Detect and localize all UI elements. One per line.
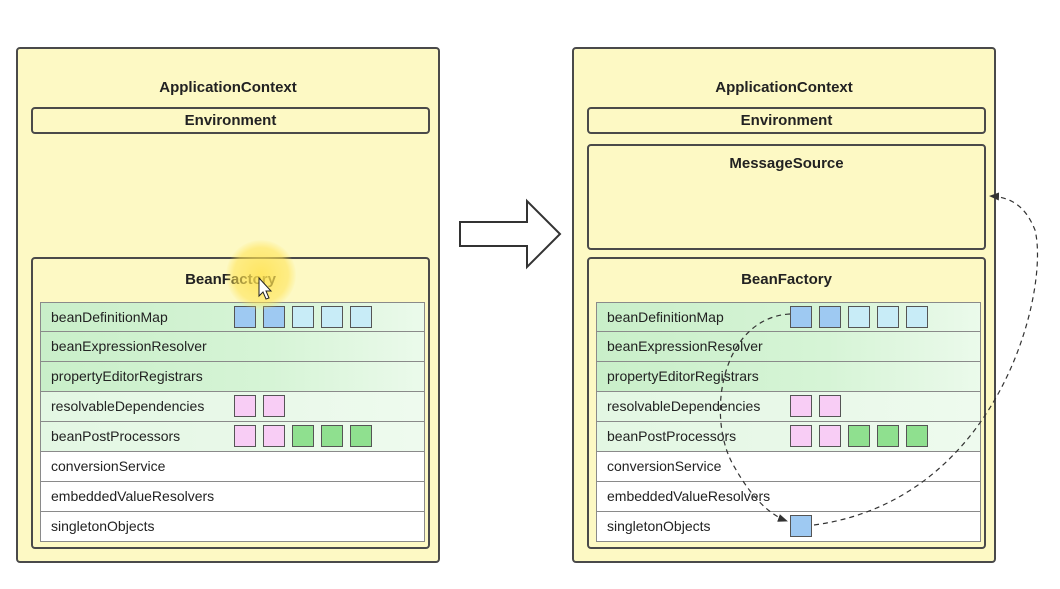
environment-box: Environment [587, 107, 986, 134]
field-label: beanPostProcessors [51, 428, 181, 444]
entry-square [263, 425, 285, 447]
entry-squares [790, 306, 928, 328]
field-label: propertyEditorRegistrars [607, 368, 759, 384]
field-label: singletonObjects [51, 518, 155, 534]
entry-square [321, 306, 343, 328]
entry-square [848, 306, 870, 328]
message-source-title: MessageSource [729, 155, 844, 172]
entry-square [790, 425, 812, 447]
entry-square [790, 306, 812, 328]
right-arrow-icon [459, 198, 562, 270]
bean-factory-fields: beanDefinitionMap beanExpressionResolver p… [40, 302, 425, 542]
field-row-resolvableDependencies: resolvableDependencies [596, 392, 981, 422]
field-row-embeddedValueResolvers: embeddedValueResolvers [596, 482, 981, 512]
entry-square [321, 425, 343, 447]
entry-square [350, 306, 372, 328]
field-label: embeddedValueResolvers [51, 488, 215, 504]
field-label: beanExpressionResolver [607, 338, 763, 354]
bean-factory-box: BeanFactory beanDefinitionMap beanExpress… [587, 257, 986, 549]
dashed-connector-bean-definition-to-singleton [719, 313, 791, 522]
entry-square [819, 425, 841, 447]
field-row-embeddedValueResolvers: embeddedValueResolvers [40, 482, 425, 512]
entry-square [906, 425, 928, 447]
field-label: beanExpressionResolver [51, 338, 207, 354]
entry-square [263, 395, 285, 417]
field-row-propertyEditorRegistrars: propertyEditorRegistrars [40, 362, 425, 392]
environment-box: Environment [31, 107, 430, 134]
entry-square [790, 395, 812, 417]
application-context-before: ApplicationContext Environment BeanFacto… [16, 47, 440, 563]
entry-squares [790, 425, 928, 447]
entry-square [790, 515, 812, 537]
entry-squares [234, 425, 372, 447]
field-row-singletonObjects: singletonObjects [596, 512, 981, 542]
entry-squares [234, 395, 285, 417]
field-label: embeddedValueResolvers [607, 488, 771, 504]
entry-square [292, 425, 314, 447]
field-row-beanExpressionResolver: beanExpressionResolver [40, 332, 425, 362]
message-source-box: MessageSource [587, 144, 986, 250]
entry-square [877, 425, 899, 447]
dashed-connector-singleton-to-message-source [813, 192, 1039, 526]
entry-square [906, 306, 928, 328]
field-label: conversionService [607, 458, 722, 474]
bean-factory-fields: beanDefinitionMap beanExpressionResolver p… [596, 302, 981, 542]
entry-square [234, 425, 256, 447]
application-context-title: ApplicationContext [159, 79, 297, 96]
entry-square [819, 395, 841, 417]
field-label: singletonObjects [607, 518, 711, 534]
field-row-beanDefinitionMap: beanDefinitionMap [40, 302, 425, 332]
field-label: beanDefinitionMap [51, 309, 168, 325]
entry-square [877, 306, 899, 328]
field-label: conversionService [51, 458, 166, 474]
field-row-beanPostProcessors: beanPostProcessors [40, 422, 425, 452]
field-row-conversionService: conversionService [596, 452, 981, 482]
entry-squares [790, 515, 812, 537]
field-row-propertyEditorRegistrars: propertyEditorRegistrars [596, 362, 981, 392]
application-context-after: ApplicationContext Environment MessageSo… [572, 47, 996, 563]
field-row-conversionService: conversionService [40, 452, 425, 482]
bean-factory-title: BeanFactory [741, 271, 832, 288]
field-label: resolvableDependencies [51, 398, 205, 414]
field-row-beanPostProcessors: beanPostProcessors [596, 422, 981, 452]
field-row-beanExpressionResolver: beanExpressionResolver [596, 332, 981, 362]
application-context-title: ApplicationContext [715, 79, 853, 96]
field-label: beanDefinitionMap [607, 309, 724, 325]
entry-square [350, 425, 372, 447]
field-row-beanDefinitionMap: beanDefinitionMap [596, 302, 981, 332]
entry-square [848, 425, 870, 447]
field-label: beanPostProcessors [607, 428, 737, 444]
entry-square [819, 306, 841, 328]
field-row-resolvableDependencies: resolvableDependencies [40, 392, 425, 422]
entry-square [234, 395, 256, 417]
field-label: propertyEditorRegistrars [51, 368, 203, 384]
mouse-cursor-icon [258, 276, 273, 300]
field-label: resolvableDependencies [607, 398, 761, 414]
field-row-singletonObjects: singletonObjects [40, 512, 425, 542]
entry-squares [790, 395, 841, 417]
entry-square [292, 306, 314, 328]
